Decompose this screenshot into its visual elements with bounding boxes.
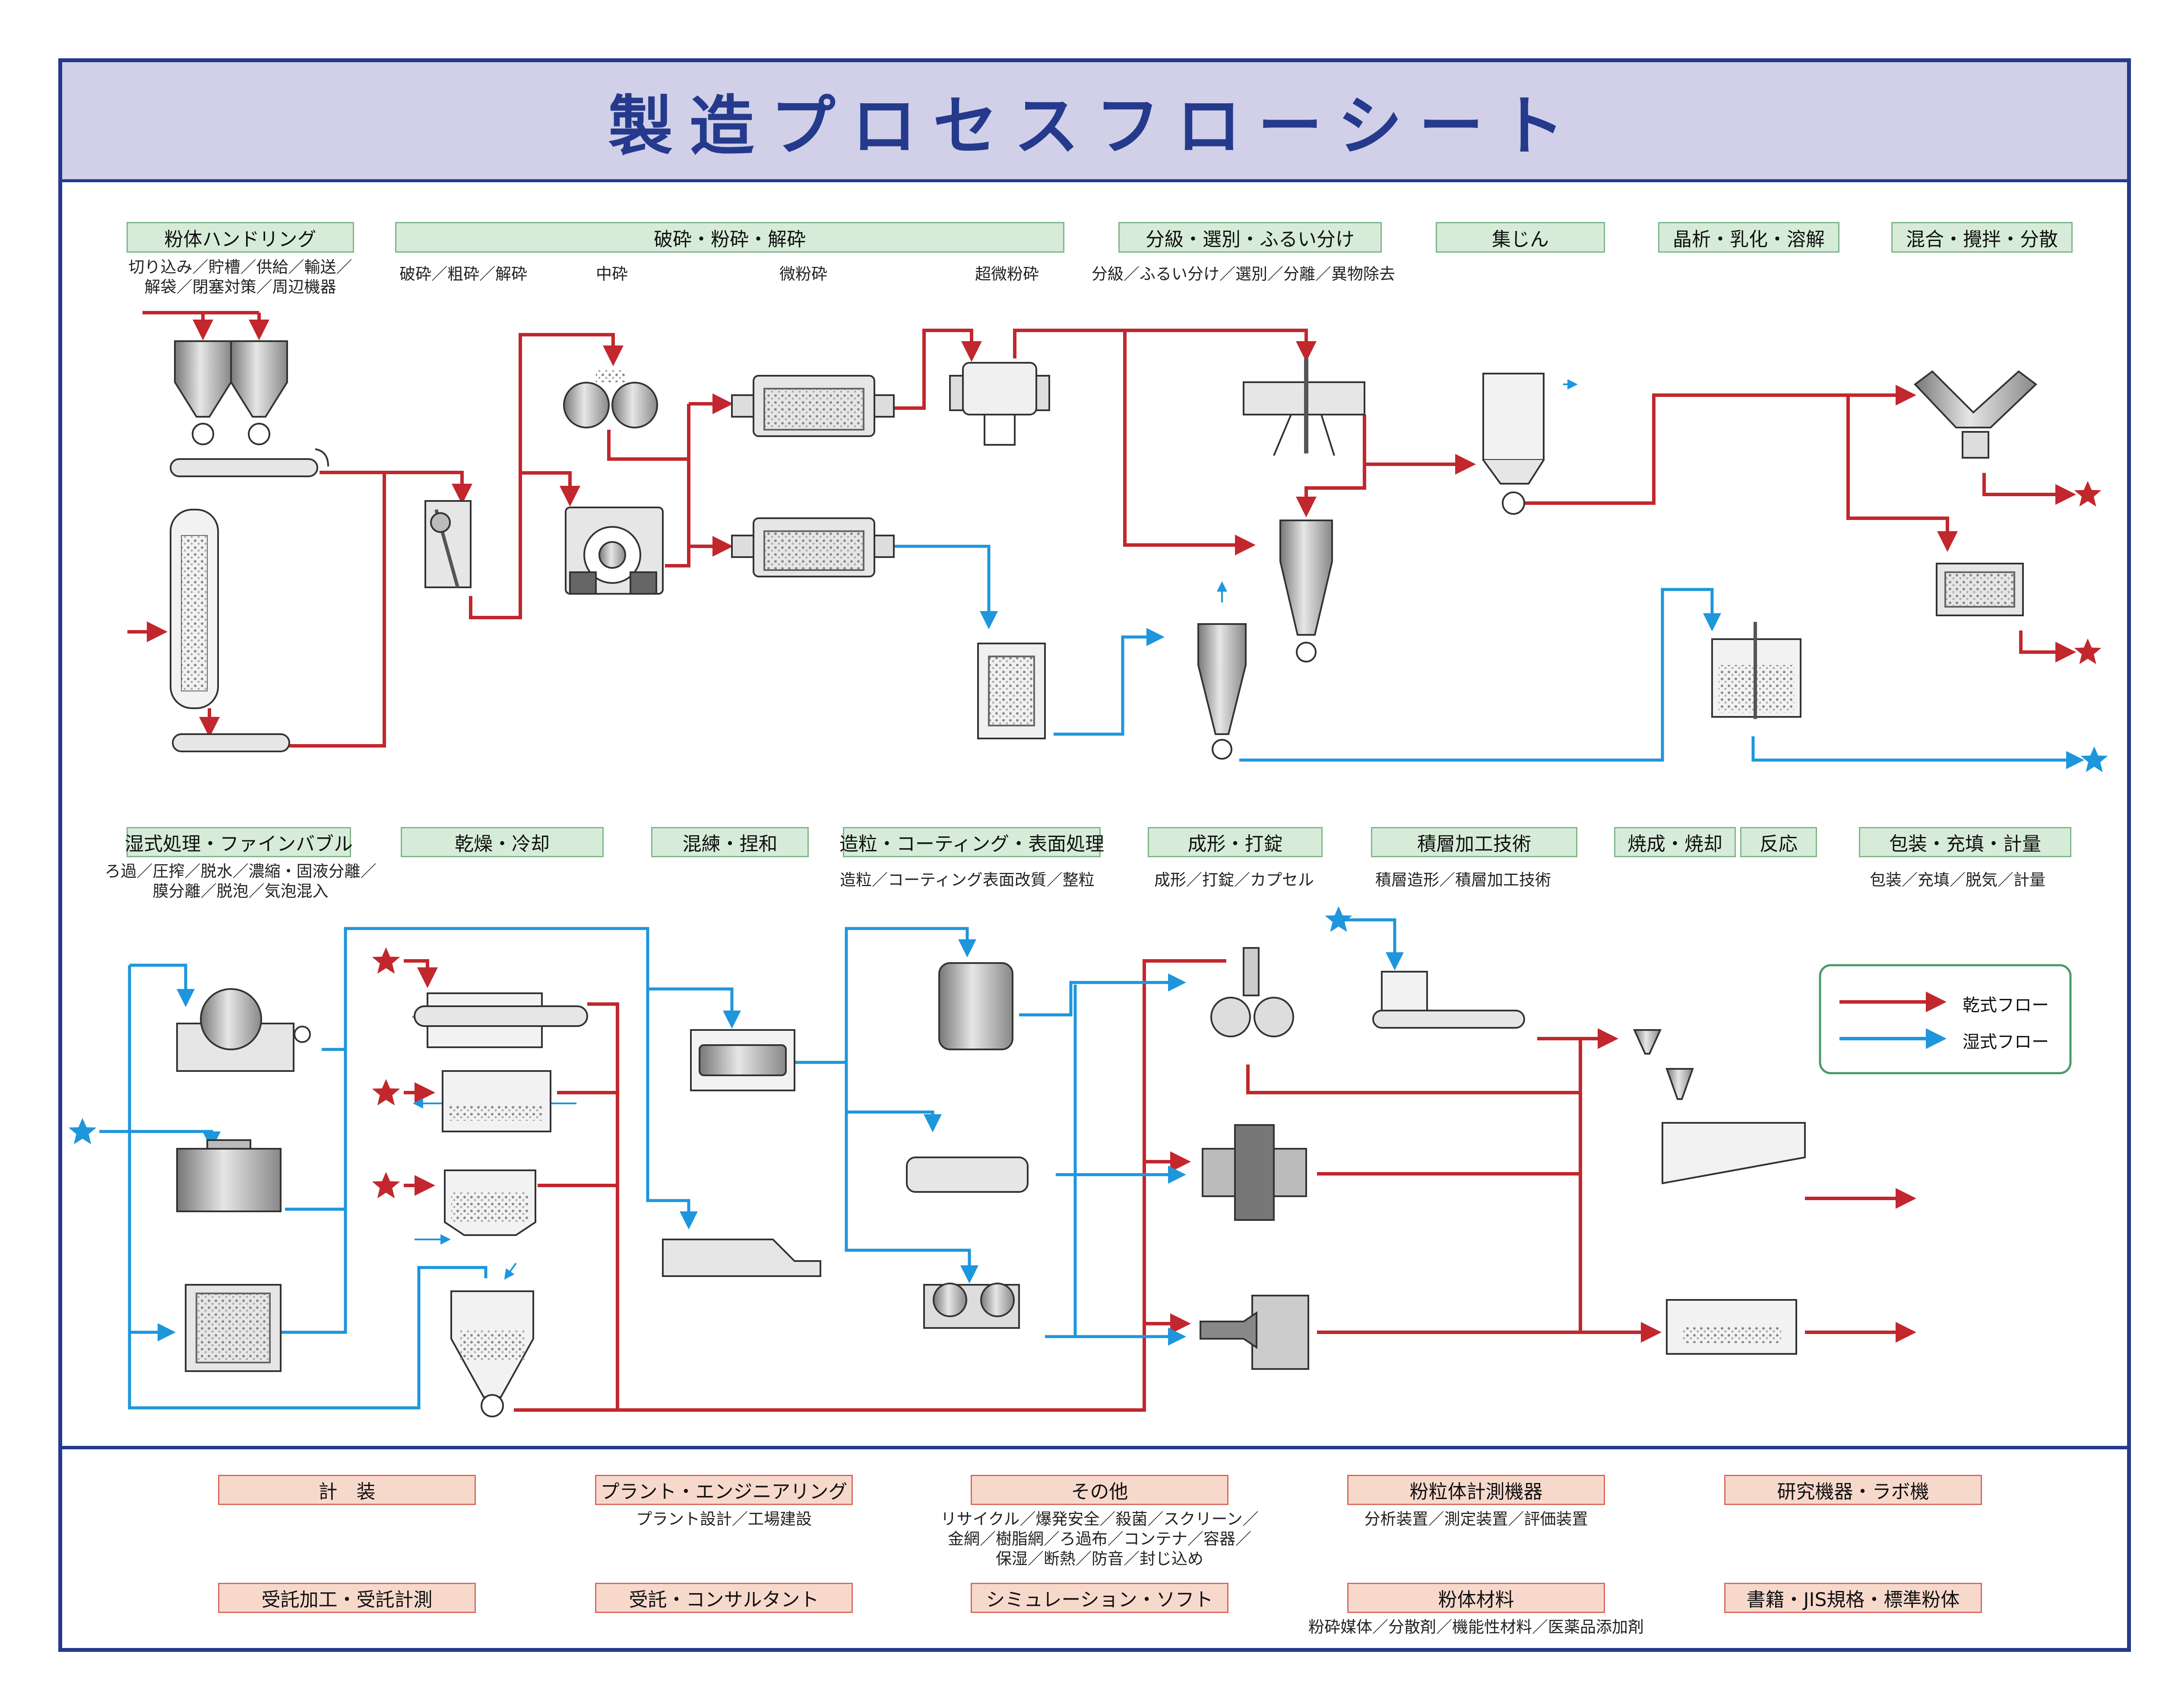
granulator-drum-icon xyxy=(938,962,1013,1050)
ball-mill-icon xyxy=(731,375,895,437)
category-kneading: 混練・捏和 xyxy=(651,827,809,857)
stirred-media-mill-icon xyxy=(977,643,1046,739)
service-books-standards: 書籍・JIS規格・標準粉体 xyxy=(1724,1583,1982,1613)
service-powder-materials: 粉体材料 xyxy=(1347,1583,1605,1613)
hopper-icon xyxy=(174,340,288,445)
service-plant-engineering-sub: プラント設計／工場建設 xyxy=(636,1510,812,1528)
wet-star-markers xyxy=(68,746,2108,1144)
crushing-sub-fine: 微粉砕 xyxy=(779,265,827,283)
category-mixing: 混合・攪拌・分散 xyxy=(1891,222,2073,253)
category-powder-handling-sub: 切り込み／貯槽／供給／輸送／解袋／閉塞対策／周辺機器 xyxy=(128,258,352,296)
jaw-crusher-icon xyxy=(424,500,472,588)
ribbon-mixer-icon xyxy=(1936,563,2024,616)
furnace-icon xyxy=(1666,1299,1797,1355)
legend-box xyxy=(1819,964,2072,1074)
belt-filter-press-icon xyxy=(176,988,311,1072)
crushing-sub-medium: 中砕 xyxy=(596,265,628,283)
legend-dry-label: 乾式フロー xyxy=(1963,995,2049,1015)
category-crushing-grinding: 破砕・粉砕・解砕 xyxy=(395,222,1064,253)
service-powder-materials-sub: 粉砕媒体／分散剤／機能性材料／医薬品添加剤 xyxy=(1308,1618,1644,1636)
roller-compactor-icon xyxy=(923,1283,1020,1329)
category-granulation: 造粒・コーティング・表面処理 xyxy=(839,827,1104,857)
belt-conveyor-icon xyxy=(170,448,329,477)
category-additive-manufacturing: 積層加工技術 xyxy=(1371,827,1577,857)
category-crystallization: 晶析・乳化・溶解 xyxy=(1658,222,1839,253)
service-other: その他 xyxy=(971,1475,1228,1505)
service-measuring-instruments: 粉粒体計測機器 xyxy=(1347,1475,1605,1505)
fluid-bed-dryer-icon xyxy=(444,1169,536,1236)
wet-flow-lines xyxy=(99,545,2084,1410)
tray-dryer-icon xyxy=(442,1070,551,1132)
category-wet-processing: 湿式処理・ファインバブル xyxy=(125,827,353,857)
category-powder-handling: 粉体ハンドリング xyxy=(127,222,354,253)
v-blender-icon xyxy=(1914,370,2038,459)
category-wet-processing-sub: ろ過／圧搾／脱水／濃縮・固液分離／膜分離／脱泡／気泡混入 xyxy=(104,862,377,900)
category-dust-collection: 集じん xyxy=(1436,222,1605,253)
hydrocyclone-icon xyxy=(1197,623,1247,760)
dry-flow-lines xyxy=(127,311,2076,1412)
category-packaging-sub: 包装／充填／脱気／計量 xyxy=(1870,871,2045,889)
category-additive-sub: 積層造形／積層加工技術 xyxy=(1375,871,1551,889)
conical-vacuum-dryer-icon xyxy=(450,1290,534,1417)
legend-wet-label: 湿式フロー xyxy=(1963,1032,2049,1052)
category-packaging: 包装・充填・計量 xyxy=(1859,827,2071,857)
centrifuge-icon xyxy=(176,1139,282,1212)
service-other-sub: リサイクル／爆発安全／殺菌／スクリーン／金網／樹脂網／ろ過布／コンテナ／容器／保… xyxy=(940,1510,1259,1568)
bag-filter-dust-collector-icon xyxy=(1482,373,1545,515)
equipment xyxy=(170,340,2038,1417)
category-granulation-sub: 造粒／コーティング表面改質／整粒 xyxy=(840,871,1095,889)
crushing-sub-coarse: 破砕／粗砕／解砕 xyxy=(399,265,527,283)
roll-crusher-icon xyxy=(563,369,658,428)
service-plant-engineering: プラント・エンジニアリング xyxy=(595,1475,853,1505)
kneader-icon xyxy=(690,1029,795,1091)
agitated-tank-icon xyxy=(1711,622,1801,719)
spray-calciner-icon xyxy=(1633,1029,1806,1185)
air-classifier-icon xyxy=(1243,358,1365,456)
belt-dryer-icon xyxy=(414,992,588,1048)
service-lab-equipment: 研究機器・ラボ機 xyxy=(1724,1475,1982,1505)
crushing-sub-ultrafine: 超微粉砕 xyxy=(975,265,1039,283)
filter-press-icon xyxy=(185,1284,282,1372)
hammer-mill-icon xyxy=(565,507,664,595)
category-classification: 分級・選別・ふるい分け xyxy=(1118,222,1382,253)
bucket-elevator-icon xyxy=(170,509,219,709)
compression-mold-icon xyxy=(1202,1124,1307,1221)
cyclone-icon xyxy=(1279,520,1333,662)
page-title: 製造プロセスフローシート xyxy=(608,89,1581,164)
extruder-kneader-icon xyxy=(662,1239,821,1277)
jet-mill-icon xyxy=(949,362,1050,446)
injection-mold-icon xyxy=(1200,1295,1309,1370)
category-drying-cooling: 乾燥・冷却 xyxy=(401,827,604,857)
service-contract-processing: 受託加工・受託計測 xyxy=(218,1583,476,1613)
category-reaction: 反応 xyxy=(1740,827,1817,857)
additive-manufacturing-icon xyxy=(1372,971,1525,1029)
category-calcination: 焼成・焼却 xyxy=(1614,827,1736,857)
category-forming-sub: 成形／打錠／カプセル xyxy=(1154,871,1314,889)
footer-divider xyxy=(62,1446,2127,1449)
service-simulation-software: シミュレーション・ソフト xyxy=(971,1583,1228,1613)
category-classification-sub: 分級／ふるい分け／選別／分離／異物除去 xyxy=(1092,265,1395,283)
service-instrumentation: 計 装 xyxy=(218,1475,476,1505)
wet-ball-mill-icon xyxy=(731,517,895,577)
category-forming-tableting: 成形・打錠 xyxy=(1148,827,1323,857)
service-consulting: 受託・コンサルタント xyxy=(595,1583,853,1613)
title-bar: 製造プロセスフローシート xyxy=(62,62,2127,182)
tablet-press-icon xyxy=(1210,947,1294,1037)
belt-conveyor-icon xyxy=(172,733,290,752)
service-measuring-sub: 分析装置／測定装置／評価装置 xyxy=(1364,1510,1588,1528)
screw-granulator-icon xyxy=(906,1157,1029,1193)
